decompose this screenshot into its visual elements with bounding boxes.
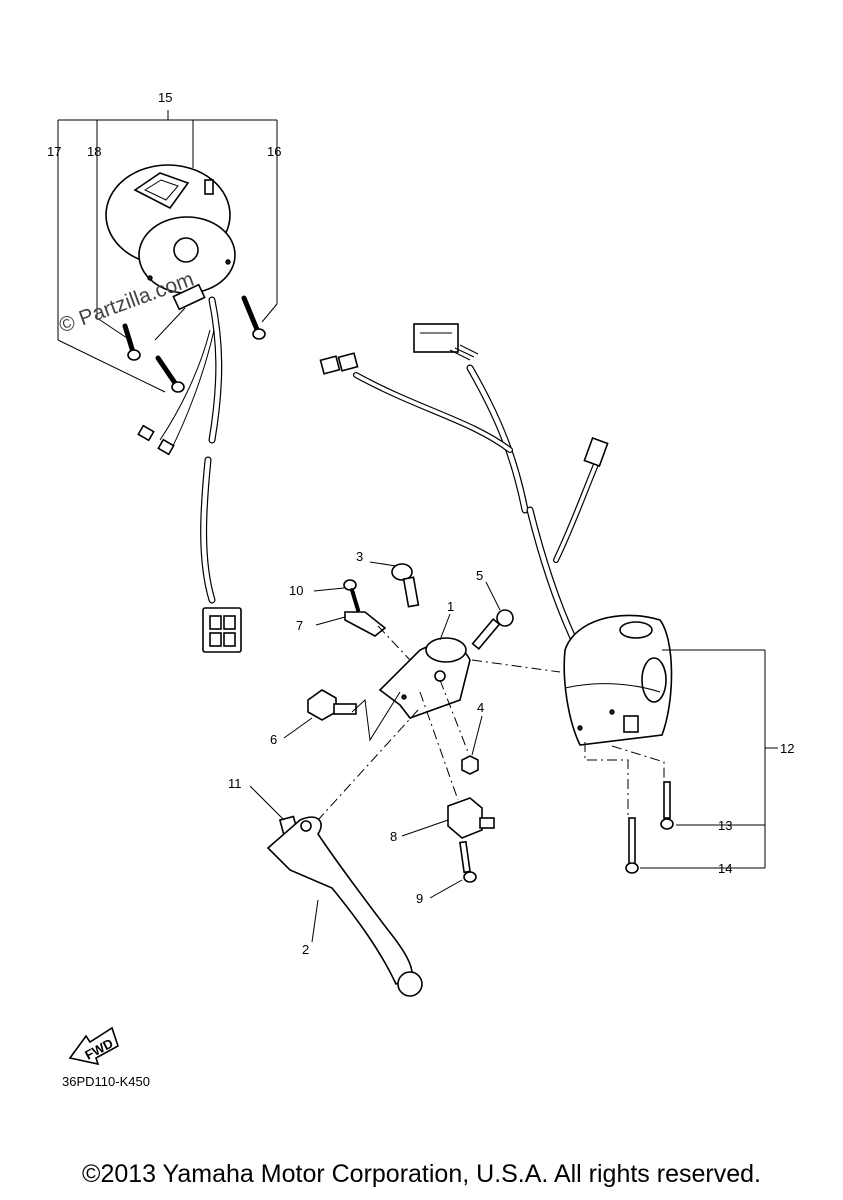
bolt-6 [307,689,357,721]
bolt-3 [391,563,420,608]
callout-11: 11 [228,776,242,791]
screw-13 [660,781,674,830]
fwd-arrow-icon: FWD [68,1026,119,1066]
right-bracket-lines [584,649,778,869]
callout-14: 14 [718,861,732,876]
callout-1: 1 [447,599,454,614]
nut-4 [461,755,479,775]
callout-4: 4 [477,700,484,715]
callout-5: 5 [476,568,483,583]
callout-17: 17 [47,144,61,159]
drawing-number: 36PD110-K450 [62,1074,150,1089]
screw-10 [343,579,360,612]
callout-15: 15 [158,90,172,105]
callout-18: 18 [87,144,101,159]
callout-3: 3 [356,549,363,564]
right-wiring-harness [319,323,609,644]
plate-7 [344,611,387,637]
left-handlebar-switch-15 [105,164,236,311]
callout-7: 7 [296,618,303,633]
bolt-5 [471,609,514,650]
lever-2 [266,816,423,997]
screw-17 [155,355,185,393]
copyright-notice: ©2013 Yamaha Motor Corporation, U.S.A. A… [82,1160,761,1188]
screw-18 [122,323,141,361]
right-handlebar-switch-12 [563,614,673,746]
callout-16: 16 [267,144,281,159]
callout-2: 2 [302,942,309,957]
left-wiring-harness [137,296,242,653]
screw-9 [459,840,477,883]
callout-13: 13 [718,818,732,833]
callout-leaders [249,561,501,943]
alignment-lines [317,625,561,821]
callout-12: 12 [780,741,794,756]
switch-8 [447,797,495,839]
callout-9: 9 [416,891,423,906]
callout-8: 8 [390,829,397,844]
callout-10: 10 [289,583,303,598]
zigzag-leader-6 [351,691,401,742]
top-bracket-lines [57,110,278,393]
screw-14 [625,817,639,874]
screw-16 [241,295,266,340]
callout-6: 6 [270,732,277,747]
